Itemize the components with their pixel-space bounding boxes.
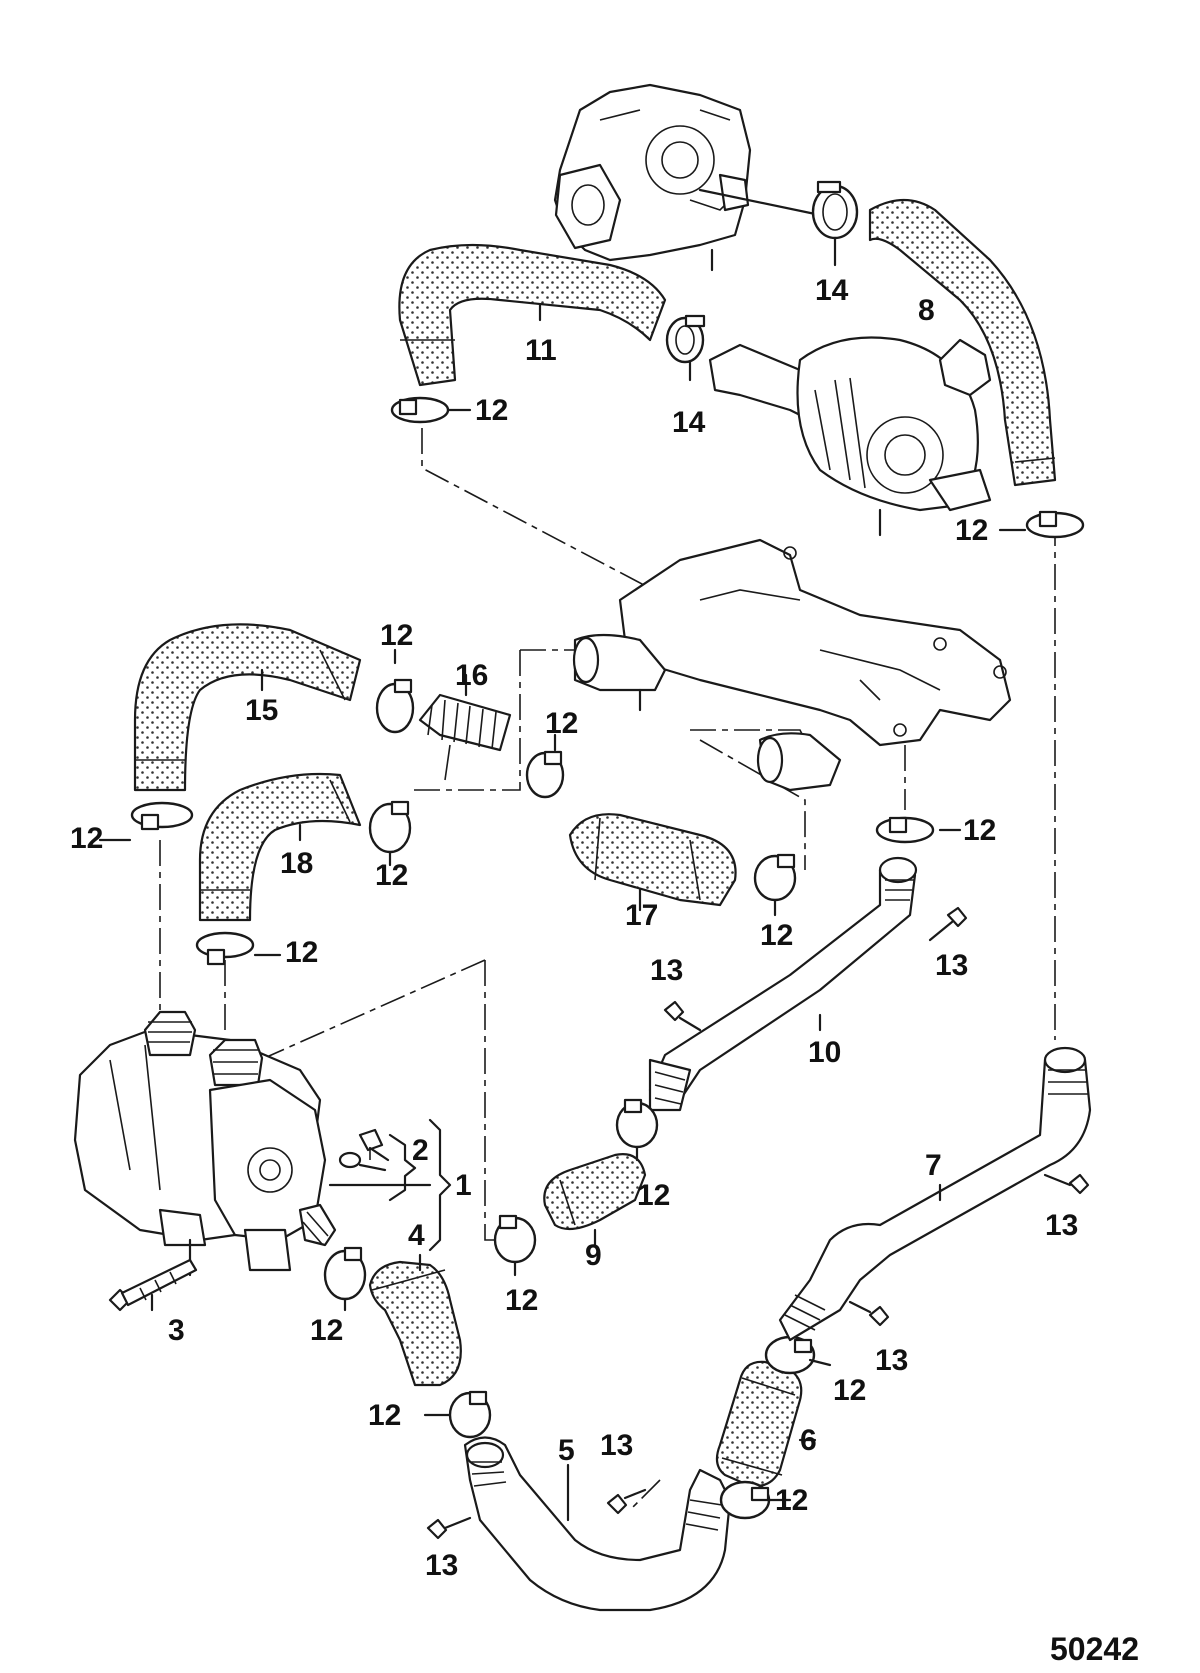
clamp-12-h: [875, 816, 935, 844]
clamp-14-upper: [811, 180, 859, 267]
clamp-12-b: [1025, 510, 1085, 539]
clamp-12-j: [493, 1214, 537, 1264]
callout-12-a: 12: [475, 394, 508, 427]
pipe-7: [778, 1046, 1092, 1342]
callout-12-m: 12: [368, 1399, 401, 1432]
leader-lines: [98, 408, 1027, 1502]
water-pump-upper: [708, 336, 992, 537]
callout-labels: 14 8 11 14 12 12 12 16 15 12 12 18 12 17…: [70, 274, 1078, 1582]
callout-13-f: 13: [600, 1429, 633, 1462]
callout-13-c: 13: [1045, 1209, 1078, 1242]
bolt-3: [108, 1258, 198, 1312]
hose-9: [543, 1153, 647, 1247]
callout-10: 10: [808, 1036, 841, 1069]
callout-14-middle: 14: [672, 406, 706, 439]
callout-12-e: 12: [70, 822, 103, 855]
clamp-12-i: [195, 931, 255, 966]
hose-8: [868, 199, 1057, 487]
callout-13-a: 13: [935, 949, 968, 982]
callout-8: 8: [918, 294, 935, 327]
callout-12-b: 12: [955, 514, 988, 547]
bolt-13-d: [848, 1300, 890, 1327]
hose-15: [133, 623, 362, 792]
upper-component-assembly: [553, 83, 822, 272]
callout-6: 6: [800, 1424, 817, 1457]
hose-11: [398, 243, 667, 387]
clamp-12-m: [448, 1390, 492, 1439]
clamp-12-e: [130, 801, 194, 831]
pipe-10: [648, 856, 918, 1112]
clamp-12-g: [753, 853, 797, 902]
callout-3: 3: [168, 1314, 185, 1347]
callout-17: 17: [625, 899, 658, 932]
bolt-13-c: [1043, 1173, 1090, 1195]
callout-5: 5: [558, 1434, 575, 1467]
clamp-12-o: [719, 1480, 771, 1520]
pipe-5: [463, 1436, 732, 1612]
callout-12-c: 12: [380, 619, 413, 652]
callout-12-l: 12: [310, 1314, 343, 1347]
callout-13-b: 13: [650, 954, 683, 987]
bracket-1: [328, 1118, 452, 1252]
callout-14-upper: 14: [815, 274, 849, 307]
callout-12-k: 12: [637, 1179, 670, 1212]
hose-17: [568, 813, 737, 912]
clamp-12-d: [525, 750, 565, 799]
callout-16: 16: [455, 659, 488, 692]
callout-7: 7: [925, 1149, 942, 1182]
callout-9: 9: [585, 1239, 602, 1272]
clamp-12-l: [323, 1246, 367, 1301]
callout-4: 4: [408, 1219, 425, 1252]
clamp-12-f: [368, 800, 412, 854]
hose-18: [198, 772, 362, 922]
heat-exchanger-assembly: [73, 1010, 384, 1277]
assembly-dashed-lines: [159, 428, 1056, 1511]
clamp-12-a: [390, 396, 450, 424]
manifold-component: [572, 538, 1012, 792]
bellows-16: [418, 673, 512, 781]
clamp-12-k: [615, 1098, 659, 1149]
callout-11: 11: [525, 334, 557, 367]
callout-1: 1: [455, 1169, 472, 1202]
callout-12-h: 12: [963, 814, 996, 847]
hose-4: [368, 1253, 462, 1387]
callout-15: 15: [245, 694, 278, 727]
callout-12-j: 12: [505, 1284, 538, 1317]
callout-13-d: 13: [875, 1344, 908, 1377]
callout-12-o: 12: [775, 1484, 808, 1517]
callout-12-i: 12: [285, 936, 318, 969]
callout-12-d: 12: [545, 707, 578, 740]
clamp-12-n: [764, 1335, 816, 1375]
bolt-13-e: [426, 1516, 472, 1540]
bolt-13-f: [606, 1488, 647, 1515]
callout-18: 18: [280, 847, 313, 880]
bolt-13-b: [663, 1000, 702, 1032]
callout-2: 2: [412, 1134, 429, 1167]
hose-6: [715, 1360, 817, 1488]
callout-13-e: 13: [425, 1549, 458, 1582]
callout-12-f: 12: [375, 859, 408, 892]
callout-12-g: 12: [760, 919, 793, 952]
figure-number: 50242: [1050, 1631, 1139, 1667]
callout-12-n: 12: [833, 1374, 866, 1407]
clamp-14-middle: [665, 314, 706, 382]
bolt-13-a: [928, 906, 968, 942]
clamp-12-c: [375, 678, 415, 734]
